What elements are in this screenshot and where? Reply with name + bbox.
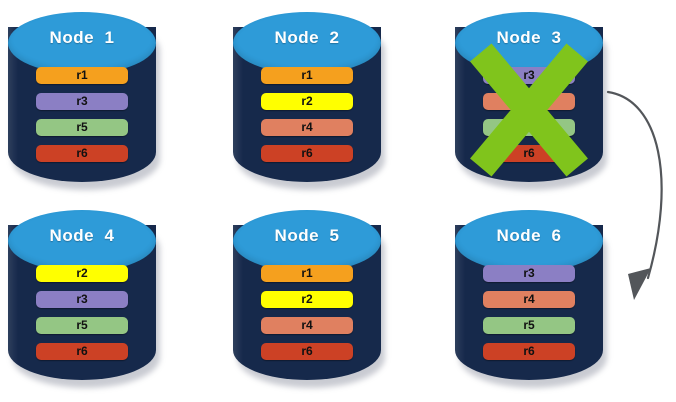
- node-title: Node 1: [49, 28, 115, 47]
- record-list: r1 r2 r4 r6: [261, 265, 353, 369]
- node-2[interactable]: Node 2 r1 r2 r4 r6: [233, 12, 385, 190]
- node-title: Node 6: [496, 226, 562, 245]
- record-list: r3 r4 r5 r6: [483, 67, 575, 171]
- node-1[interactable]: Node 1 r1 r3 r5 r6: [8, 12, 160, 190]
- cylinder-top: [455, 210, 603, 272]
- record-bar[interactable]: r4: [261, 119, 353, 136]
- record-bar[interactable]: r3: [36, 291, 128, 308]
- record-bar[interactable]: r1: [36, 67, 128, 84]
- record-bar[interactable]: r5: [483, 317, 575, 334]
- record-bar[interactable]: r2: [36, 265, 128, 282]
- record-bar[interactable]: r3: [483, 67, 575, 84]
- record-bar[interactable]: r5: [36, 317, 128, 334]
- record-bar[interactable]: r2: [261, 291, 353, 308]
- record-bar[interactable]: r6: [36, 343, 128, 360]
- record-bar[interactable]: r4: [483, 93, 575, 110]
- node-title: Node 4: [49, 226, 115, 245]
- record-list: r3 r4 r5 r6: [483, 265, 575, 369]
- record-bar[interactable]: r6: [261, 343, 353, 360]
- record-list: r2 r3 r5 r6: [36, 265, 128, 369]
- record-bar[interactable]: r1: [261, 265, 353, 282]
- cylinder-top: [8, 12, 156, 74]
- record-bar[interactable]: r2: [261, 93, 353, 110]
- cylinder-top: [233, 210, 381, 272]
- node-5[interactable]: Node 5 r1 r2 r4 r6: [233, 210, 385, 388]
- record-bar[interactable]: r6: [483, 145, 575, 162]
- record-bar[interactable]: r6: [36, 145, 128, 162]
- node-4[interactable]: Node 4 r2 r3 r5 r6: [8, 210, 160, 388]
- record-list: r1 r3 r5 r6: [36, 67, 128, 171]
- record-bar[interactable]: r5: [483, 119, 575, 136]
- node-title: Node 5: [274, 226, 340, 245]
- record-bar[interactable]: r6: [261, 145, 353, 162]
- record-list: r1 r2 r4 r6: [261, 67, 353, 171]
- node-6[interactable]: Node 6 r3 r4 r5 r6: [455, 210, 607, 388]
- cylinder-top: [233, 12, 381, 74]
- record-bar[interactable]: r3: [36, 93, 128, 110]
- node-title: Node 2: [274, 28, 340, 47]
- record-bar[interactable]: r6: [483, 343, 575, 360]
- record-bar[interactable]: r4: [261, 317, 353, 334]
- record-bar[interactable]: r4: [483, 291, 575, 308]
- node-title: Node 3: [496, 28, 562, 47]
- record-bar[interactable]: r5: [36, 119, 128, 136]
- record-bar[interactable]: r1: [261, 67, 353, 84]
- node-3[interactable]: Node 3 r3 r4 r5 r6: [455, 12, 607, 190]
- record-bar[interactable]: r3: [483, 265, 575, 282]
- cylinder-top: [8, 210, 156, 272]
